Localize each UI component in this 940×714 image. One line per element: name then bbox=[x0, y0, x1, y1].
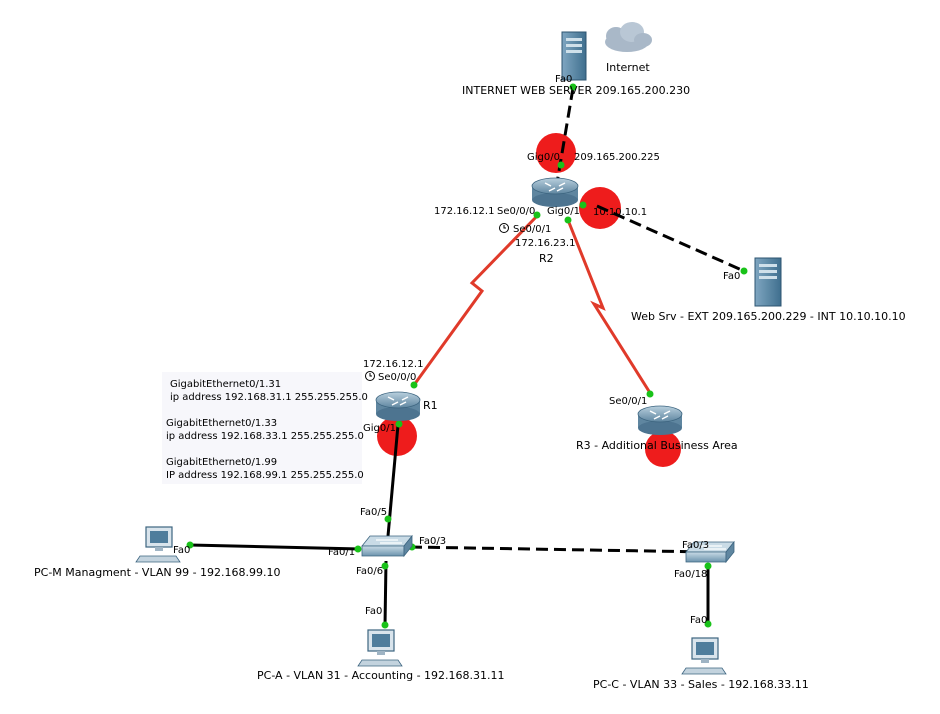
r2-gig00-down-indicator bbox=[536, 133, 576, 173]
r2-gig00-ip-label: 209.165.200.225 bbox=[574, 152, 660, 163]
pcm-fa0-port-label: Fa0 bbox=[173, 545, 190, 556]
r2-se000-port-label: Se0/0/0 bbox=[497, 206, 535, 217]
sub3-interface-text: GigabitEthernet0/1.99 bbox=[166, 457, 278, 468]
s3-fa03-port-label: Fa0/3 bbox=[682, 540, 709, 551]
link-r2-websrv[interactable] bbox=[596, 204, 745, 273]
r1-gig01-port-label: Gig0/1 bbox=[363, 423, 396, 434]
pc-m-label: PC-M Managment - VLAN 99 - 192.168.99.10 bbox=[34, 566, 281, 579]
sub1-ip-text: ip address 192.168.31.1 255.255.255.0 bbox=[170, 392, 368, 403]
r3-se001-port-label: Se0/0/1 bbox=[609, 396, 647, 407]
pc-a-label: PC-A - VLAN 31 - Accounting - 192.168.31… bbox=[257, 669, 505, 682]
websrv-fa0-port-label: Fa0 bbox=[723, 271, 740, 282]
s1-switch-icon[interactable] bbox=[361, 534, 413, 558]
sub2-ip-text: ip address 192.168.33.1 255.255.255.0 bbox=[166, 431, 364, 442]
link-s1-s3[interactable] bbox=[409, 545, 709, 554]
r1-router-icon[interactable] bbox=[375, 391, 421, 421]
internet-cloud-icon[interactable] bbox=[605, 22, 652, 52]
r2-gig01-port-label: Gig0/1 bbox=[547, 206, 580, 217]
r2-se001-port-label: Se0/0/1 bbox=[513, 224, 551, 235]
r2-se001-ip-label: 172.16.23.1 bbox=[515, 238, 575, 249]
pc-c-computer-icon[interactable] bbox=[681, 637, 727, 675]
s3-switch-icon[interactable] bbox=[685, 540, 735, 564]
r1-label: R1 bbox=[423, 399, 438, 412]
r1-subinterface-config-note: GigabitEthernet0/1.31 ip address 192.168… bbox=[162, 372, 368, 484]
link-s1-pca[interactable] bbox=[383, 560, 388, 627]
ws-fa0-port-label: Fa0 bbox=[555, 74, 572, 85]
r1-se000-port-label: Se0/0/0 bbox=[378, 372, 416, 383]
link-pcm-s1[interactable] bbox=[189, 543, 361, 551]
sub1-interface-text: GigabitEthernet0/1.31 bbox=[170, 379, 282, 390]
sub3-ip-text: IP address 192.168.99.1 255.255.255.0 bbox=[166, 470, 364, 481]
r2-se000-ip-label: 172.16.12.1 bbox=[434, 206, 494, 217]
s1-fa03-port-label: Fa0/3 bbox=[419, 536, 446, 547]
r3-label: R3 - Additional Business Area bbox=[576, 439, 738, 452]
serial-link-r2-r3[interactable] bbox=[566, 219, 654, 397]
pc-c-label: PC-C - VLAN 33 - Sales - 192.168.33.11 bbox=[593, 678, 809, 691]
s1-fa06-port-label: Fa0/6 bbox=[356, 566, 383, 577]
pca-fa0-port-label: Fa0 bbox=[365, 606, 382, 617]
r2-gig01-ip-label: 10.10.10.1 bbox=[593, 207, 647, 218]
r1-clock-icon bbox=[365, 371, 375, 381]
internet-web-server-icon[interactable] bbox=[561, 31, 587, 81]
r2-gig00-port-label: Gig0/0 bbox=[527, 152, 560, 163]
web-server-label: INTERNET WEB SERVER 209.165.200.230 bbox=[462, 84, 690, 97]
serial-link-r2-r1[interactable] bbox=[412, 213, 540, 386]
s3-fa018-port-label: Fa0/18 bbox=[674, 569, 707, 580]
pc-a-computer-icon[interactable] bbox=[357, 629, 403, 667]
s1-fa05-port-label: Fa0/5 bbox=[360, 507, 387, 518]
r2-router-icon[interactable] bbox=[531, 177, 579, 207]
pc-m-computer-icon[interactable] bbox=[135, 526, 181, 563]
r3-router-icon[interactable] bbox=[637, 405, 683, 435]
pcc-fa0-port-label: Fa0 bbox=[690, 615, 707, 626]
r3-down-indicator bbox=[645, 431, 681, 467]
s1-fa01-port-label: Fa0/1 bbox=[328, 547, 355, 558]
sub2-interface-text: GigabitEthernet0/1.33 bbox=[166, 418, 278, 429]
web-srv-label: Web Srv - EXT 209.165.200.229 - INT 10.1… bbox=[631, 310, 906, 323]
r2-label: R2 bbox=[539, 252, 554, 265]
internet-label: Internet bbox=[606, 61, 650, 74]
r1-se000-ip-label: 172.16.12.1 bbox=[363, 359, 423, 370]
web-srv-server-icon[interactable] bbox=[754, 257, 782, 307]
r2-clock-icon bbox=[499, 223, 509, 233]
